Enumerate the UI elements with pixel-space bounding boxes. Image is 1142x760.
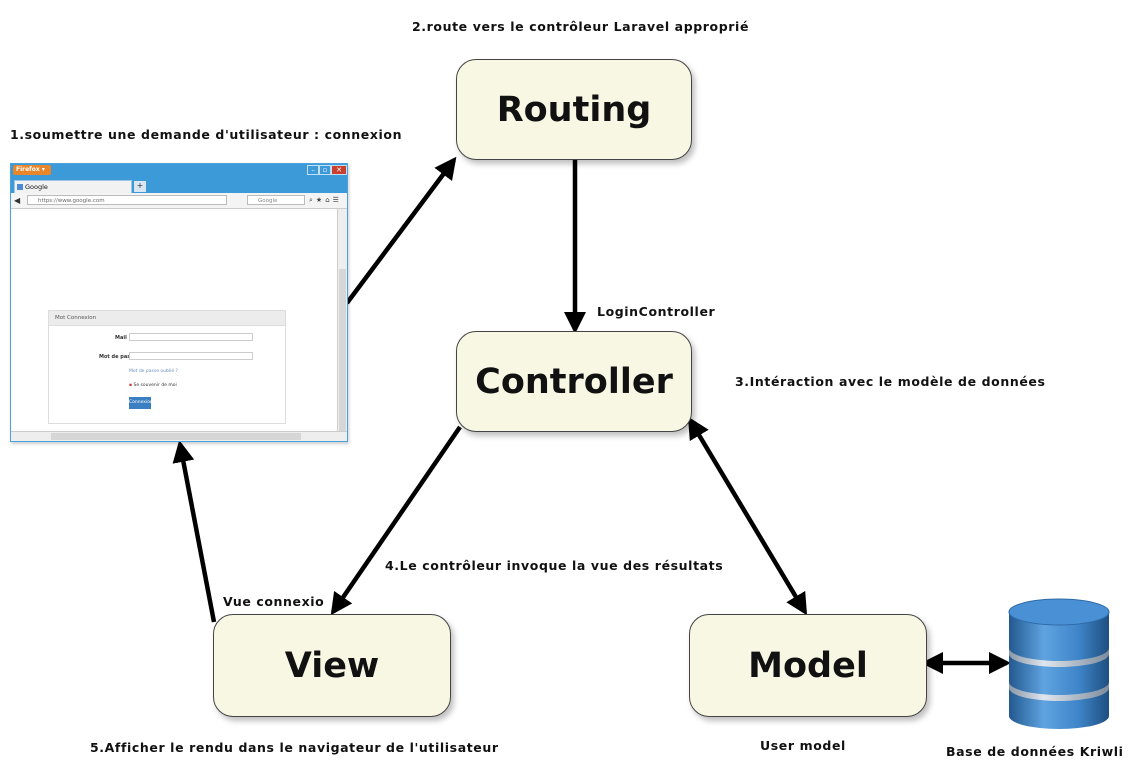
back-arrow-icon[interactable]: ◀: [14, 196, 21, 205]
browser-tab-title: Google: [25, 183, 48, 191]
minimize-icon[interactable]: –: [307, 165, 319, 175]
step4-label: 4.Le contrôleur invoque la vue des résul…: [385, 558, 724, 573]
email-label: Mail: [115, 335, 127, 341]
horizontal-scrollbar[interactable]: [11, 431, 347, 441]
arrow-browser-to-routing: [345, 156, 457, 305]
step1-label: 1.soumettre une demande d'utilisateur : …: [10, 127, 403, 142]
database-label: Base de données Kriwli: [946, 744, 1124, 759]
vue-connexion-label: Vue connexio: [223, 594, 325, 609]
search-field[interactable]: Google: [247, 195, 305, 205]
model-box-label: Model: [748, 645, 868, 686]
arrow-view-to-browser: [172, 440, 217, 623]
maximize-icon[interactable]: ▫: [319, 165, 331, 175]
routing-box-label: Routing: [496, 89, 652, 130]
remember-checkbox[interactable]: ▪ Se souvenir de moi: [129, 383, 177, 388]
close-icon[interactable]: ✕: [331, 165, 347, 175]
login-controller-label: LoginController: [597, 304, 716, 319]
model-box: Model: [689, 614, 927, 717]
horizontal-scroll-thumb[interactable]: [51, 433, 301, 440]
toolbar-icons[interactable]: ⌕★⌂☰: [309, 196, 342, 204]
login-panel: Mot Connexion Mail Mot de passe Mot de p…: [48, 310, 286, 424]
controller-box-label: Controller: [475, 361, 673, 402]
new-tab-button[interactable]: +: [134, 181, 146, 192]
password-field[interactable]: [129, 352, 253, 360]
step2-label: 2.route vers le contrôleur Laravel appro…: [412, 19, 750, 34]
url-field[interactable]: https://www.google.com: [27, 195, 227, 205]
view-box-label: View: [284, 645, 380, 686]
step5-label: 5.Afficher le rendu dans le navigateur d…: [90, 740, 499, 755]
arrow-controller-to-view: [330, 425, 462, 616]
vertical-scrollbar[interactable]: [337, 209, 347, 441]
vertical-scroll-thumb[interactable]: [339, 269, 346, 441]
google-favicon-icon: [17, 184, 23, 190]
password-label: Mot de passe: [99, 354, 137, 360]
routing-box: Routing: [456, 59, 692, 160]
login-submit-button[interactable]: Connexion: [129, 397, 153, 409]
view-box: View: [213, 614, 451, 717]
remember-label: Se souvenir de moi: [133, 383, 177, 388]
browser-titlebar: [11, 164, 347, 178]
browser-window: Firefox ▾ – ▫ ✕ Google + ◀ https://www.g…: [10, 163, 348, 442]
user-model-label: User model: [760, 738, 846, 753]
email-field[interactable]: [129, 333, 253, 341]
step3-label: 3.Intéraction avec le modèle de données: [735, 374, 1046, 389]
page-content: Mot Connexion Mail Mot de passe Mot de p…: [11, 209, 337, 431]
login-panel-title: Mot Connexion: [49, 311, 285, 326]
controller-box: Controller: [456, 331, 692, 432]
browser-tab[interactable]: Google: [14, 180, 132, 193]
arrow-controller-model: [687, 416, 808, 616]
database-icon: [1008, 598, 1110, 729]
forgot-password-link[interactable]: Mot de passe oublié ?: [129, 369, 178, 374]
firefox-menu-button[interactable]: Firefox ▾: [13, 165, 51, 175]
